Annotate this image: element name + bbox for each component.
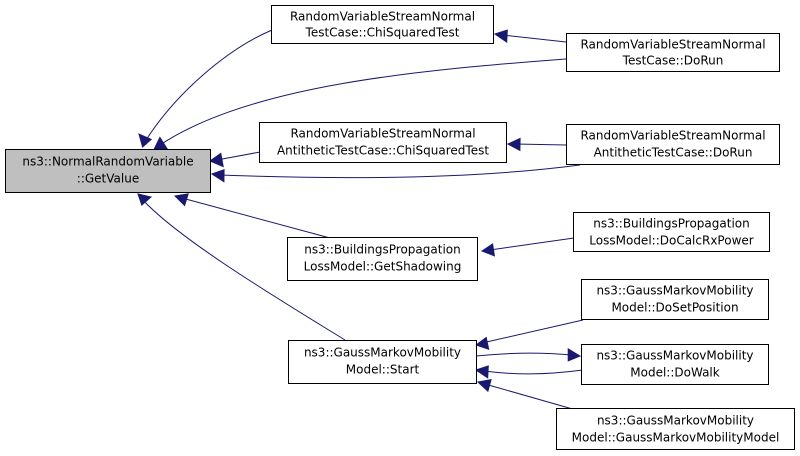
node-anti-chisq[interactable]: RandomVariableStreamNormal AntitheticTes…: [259, 122, 507, 163]
node-normal-dorun[interactable]: RandomVariableStreamNormal TestCase::DoR…: [566, 33, 780, 72]
node-get-shadowing-line1: ns3::BuildingsPropagation: [304, 243, 460, 257]
node-anti-chisq-line2: AntitheticTestCase::ChiSquaredTest: [277, 144, 489, 158]
node-get-shadowing[interactable]: ns3::BuildingsPropagation LossModel::Get…: [287, 237, 478, 281]
edge-gm-walk-to-gm-start: [483, 369, 584, 375]
node-do-calc-rx-line1: ns3::BuildingsPropagation: [593, 217, 749, 231]
edge-get-shadowing-to-get-value-arrowhead: [173, 193, 189, 207]
edge-gm-start-to-gm-walk-arrowhead: [567, 348, 582, 362]
node-get-value-line2: ::GetValue: [77, 172, 139, 186]
edge-gm-start-to-gm-walk: [475, 352, 573, 357]
node-get-shadowing-line2: LossModel::GetShadowing: [304, 260, 462, 274]
node-gm-walk-line1: ns3::GaussMarkovMobility: [596, 349, 753, 363]
node-gm-setpos-line2: Model::DoSetPosition: [611, 301, 738, 315]
edge-gm-walk-to-gm-start-arrowhead: [474, 365, 489, 379]
edges: [137, 29, 584, 413]
node-gm-ctor-line1: ns3::GaussMarkovMobility: [597, 414, 754, 428]
edge-normal-chisq-to-get-value-arrowhead: [138, 133, 153, 148]
edge-anti-chisq-to-get-value-arrowhead: [208, 152, 224, 168]
edge-gm-setpos-to-gm-start: [481, 319, 584, 344]
node-normal-chisq[interactable]: RandomVariableStreamNormal TestCase::Chi…: [271, 5, 494, 44]
edge-anti-dorun-to-anti-chisq-arrowhead: [506, 137, 521, 152]
edge-gm-ctor-to-gm-start-arrowhead: [476, 378, 492, 393]
node-get-value[interactable]: ns3::NormalRandomVariable ::GetValue: [5, 149, 211, 193]
node-gm-walk-line2: Model::DoWalk: [630, 366, 719, 380]
node-normal-chisq-line2: TestCase::ChiSquaredTest: [305, 26, 460, 40]
node-gm-start[interactable]: ns3::GaussMarkovMobility Model::Start: [288, 340, 477, 384]
edge-anti-chisq-to-get-value: [216, 151, 261, 161]
edge-do-calc-rx-to-get-shadowing-arrowhead: [480, 243, 496, 257]
node-anti-chisq-line1: RandomVariableStreamNormal: [290, 127, 475, 141]
edge-gm-start-to-get-value: [142, 199, 346, 341]
edge-normal-dorun-to-get-value: [159, 58, 567, 146]
edge-gm-setpos-to-gm-start-arrowhead: [474, 336, 490, 351]
edge-do-calc-rx-to-get-shadowing: [489, 237, 575, 251]
edge-anti-dorun-to-get-value-arrowhead: [210, 168, 225, 183]
node-gm-start-line1: ns3::GaussMarkovMobility: [304, 346, 461, 360]
node-normal-dorun-line2: TestCase::DoRun: [622, 54, 724, 68]
edge-normal-dorun-to-normal-chisq: [501, 34, 567, 43]
node-do-calc-rx[interactable]: ns3::BuildingsPropagation LossModel::DoC…: [573, 212, 770, 252]
node-gm-setpos-line1: ns3::GaussMarkovMobility: [596, 284, 753, 298]
edge-normal-chisq-to-get-value: [145, 29, 273, 141]
node-gm-setpos[interactable]: ns3::GaussMarkovMobility Model::DoSetPos…: [581, 279, 769, 320]
edge-get-shadowing-to-get-value: [181, 197, 331, 239]
node-normal-dorun-line1: RandomVariableStreamNormal: [580, 38, 765, 52]
edge-normal-dorun-to-normal-chisq-arrowhead: [493, 29, 508, 44]
edge-normal-dorun-to-get-value-arrowhead: [153, 136, 168, 151]
edge-anti-dorun-to-anti-chisq: [514, 143, 567, 146]
node-normal-chisq-line1: RandomVariableStreamNormal: [290, 10, 475, 24]
nodes: ns3::NormalRandomVariable ::GetValue Ran…: [5, 5, 795, 450]
node-do-calc-rx-line2: LossModel::DoCalcRxPower: [589, 234, 753, 248]
node-anti-dorun-line1: RandomVariableStreamNormal: [580, 129, 765, 143]
edge-anti-dorun-to-get-value: [219, 164, 581, 179]
node-gm-walk[interactable]: ns3::GaussMarkovMobility Model::DoWalk: [581, 344, 769, 385]
node-gm-ctor[interactable]: ns3::GaussMarkovMobility Model::GaussMar…: [556, 408, 795, 450]
node-anti-dorun-line2: AntitheticTestCase::DoRun: [594, 146, 753, 160]
node-anti-dorun[interactable]: RandomVariableStreamNormal AntitheticTes…: [566, 124, 780, 165]
edge-gm-ctor-to-gm-start: [484, 383, 584, 413]
node-gm-ctor-line2: Model::GaussMarkovMobilityModel: [572, 431, 780, 445]
node-gm-start-line2: Model::Start: [346, 363, 420, 377]
node-get-value-line1: ns3::NormalRandomVariable: [22, 155, 193, 169]
edge-gm-start-to-get-value-arrowhead: [137, 193, 153, 206]
